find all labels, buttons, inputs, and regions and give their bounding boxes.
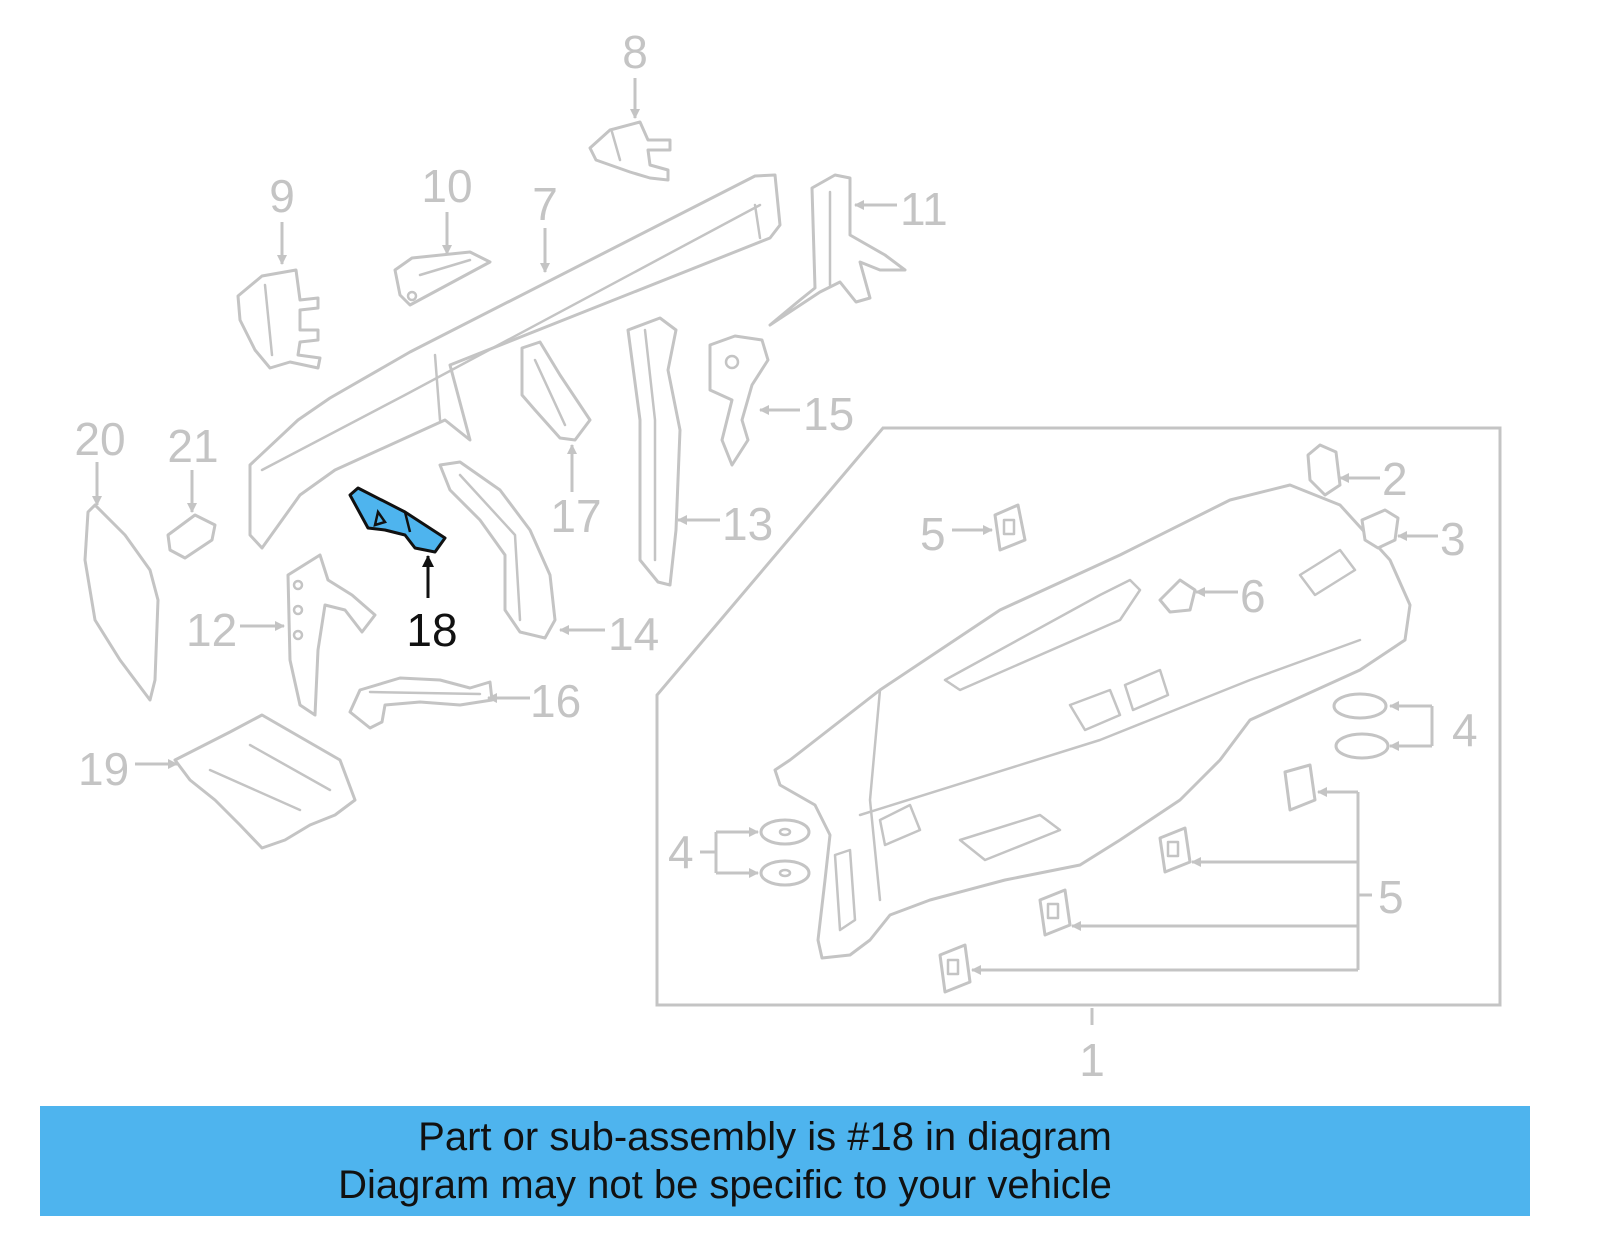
label-11: 11 bbox=[900, 183, 948, 235]
instrument-panel bbox=[773, 483, 1412, 960]
label-12: 12 bbox=[186, 604, 237, 656]
part-10-bracket bbox=[393, 250, 492, 307]
clip-3 bbox=[1360, 508, 1400, 550]
nut-5-top bbox=[993, 503, 1027, 552]
washer-4-right bbox=[1332, 692, 1390, 760]
part-18-highlighted bbox=[348, 486, 447, 554]
clip-2 bbox=[1306, 443, 1342, 497]
label-15: 15 bbox=[803, 388, 854, 440]
part-16-rail bbox=[348, 676, 494, 730]
nut-5-c bbox=[1038, 888, 1072, 937]
part-13-pillar bbox=[626, 316, 682, 587]
part-7-crosscar-beam bbox=[248, 173, 782, 550]
banner-line-1: Part or sub-assembly is #18 in diagram bbox=[418, 1115, 1112, 1159]
part-21-clip bbox=[166, 513, 217, 560]
nut-5-a bbox=[1283, 763, 1317, 812]
washer-4-left bbox=[759, 818, 811, 887]
label-20: 20 bbox=[74, 413, 125, 465]
clip-6 bbox=[1158, 578, 1197, 614]
label-6: 6 bbox=[1240, 570, 1266, 622]
part-15-bracket bbox=[708, 334, 770, 467]
label-4-left: 4 bbox=[668, 826, 694, 878]
part-12-bracket bbox=[286, 553, 377, 717]
nut-5-b bbox=[1158, 826, 1192, 874]
label-5-right: 5 bbox=[1378, 871, 1404, 923]
part-14-pillar bbox=[438, 460, 557, 640]
label-4-right: 4 bbox=[1452, 704, 1478, 756]
label-8: 8 bbox=[622, 26, 648, 78]
label-17: 17 bbox=[550, 490, 601, 542]
banner-line-2: Diagram may not be specific to your vehi… bbox=[338, 1163, 1112, 1207]
info-banner: Part or sub-assembly is #18 in diagram D… bbox=[40, 1106, 1530, 1216]
label-10: 10 bbox=[421, 160, 472, 212]
part-8-bracket bbox=[588, 120, 672, 182]
parts-diagram: 1 2 3 4 4 5 5 6 7 8 9 10 11 12 13 14 15 … bbox=[74, 26, 1502, 1086]
part-17-brace bbox=[520, 340, 592, 442]
label-16: 16 bbox=[530, 675, 581, 727]
label-2: 2 bbox=[1382, 453, 1408, 505]
label-9: 9 bbox=[269, 170, 295, 222]
label-18: 18 bbox=[406, 604, 457, 656]
label-7: 7 bbox=[532, 178, 558, 230]
label-14: 14 bbox=[608, 608, 659, 660]
leader-lines bbox=[92, 78, 1438, 975]
part-11-bracket bbox=[768, 173, 907, 327]
part-20-panel bbox=[83, 503, 160, 702]
label-13: 13 bbox=[722, 498, 773, 550]
label-3: 3 bbox=[1440, 513, 1466, 565]
part-19-tray bbox=[173, 713, 357, 850]
assembly-box-1 bbox=[655, 426, 1502, 1025]
nut-5-d bbox=[938, 943, 972, 994]
part-9-bracket bbox=[236, 268, 322, 370]
label-1: 1 bbox=[1079, 1034, 1105, 1086]
label-5-top: 5 bbox=[920, 508, 946, 560]
label-19: 19 bbox=[78, 743, 129, 795]
label-21: 21 bbox=[167, 420, 218, 472]
